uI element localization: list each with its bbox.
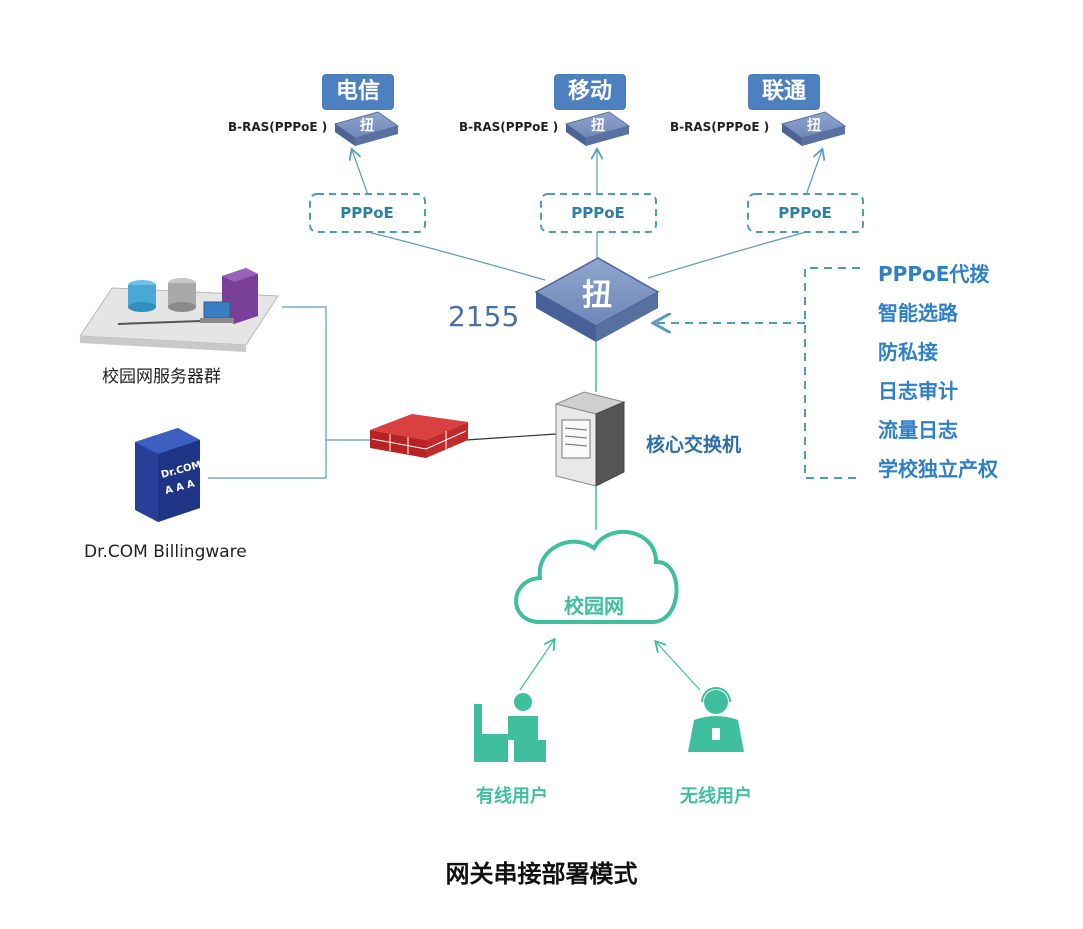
svg-text:扭: 扭 xyxy=(591,117,605,134)
diagram-caption: 网关串接部署模式 xyxy=(445,860,638,888)
firewall-icon xyxy=(370,414,468,458)
isp-badge-unicom: 联通 xyxy=(748,74,820,110)
feature-item: PPPoE代拨 xyxy=(878,262,990,286)
campus-network-label: 校园网 xyxy=(564,594,624,618)
server-group-icon xyxy=(79,268,279,352)
feature-item: 日志审计 xyxy=(878,379,958,403)
wireless-user-label: 无线用户 xyxy=(680,786,752,807)
feature-item: 流量日志 xyxy=(878,418,958,442)
bras-label: B-RAS(PPPoE ) xyxy=(670,120,770,134)
svg-text:扭: 扭 xyxy=(807,117,821,134)
feature-item: 智能选路 xyxy=(878,301,958,325)
pppoe-label: PPPoE xyxy=(571,204,625,222)
uplink-arrow xyxy=(352,150,369,196)
pppoe-box xyxy=(309,193,426,233)
feature-bracket xyxy=(804,267,860,479)
billing-label: Dr.COM Billingware xyxy=(84,542,247,562)
feature-item: 防私接 xyxy=(878,340,938,364)
isp-badge-mobile: 移动 xyxy=(554,74,626,110)
bras-label: B-RAS(PPPoE ) xyxy=(459,120,559,134)
billing-server-icon: Dr.COM A A A xyxy=(135,428,203,522)
pppoe-label: PPPoE xyxy=(340,204,394,222)
bras-router-icon: 扭 xyxy=(333,111,400,146)
isp-badge-telecom: 电信 xyxy=(322,74,394,110)
gateway-model-label: 2155 xyxy=(448,300,520,333)
pppoe-label: PPPoE xyxy=(778,204,832,222)
wireless-uplink-arrow xyxy=(656,642,701,691)
server-group-label: 校园网服务器群 xyxy=(102,367,221,387)
core-switch-icon xyxy=(554,391,626,487)
wireless-user-icon xyxy=(688,687,744,752)
uplink-arrow xyxy=(805,150,822,196)
svg-text:扭: 扭 xyxy=(360,117,374,134)
wired-user-icon xyxy=(474,693,546,762)
feature-item: 学校独立产权 xyxy=(878,457,998,481)
svg-text:扭: 扭 xyxy=(582,278,612,313)
server-billing-link xyxy=(208,306,327,479)
pppoe-box xyxy=(540,193,657,233)
wired-uplink-arrow xyxy=(519,640,554,691)
campus-cloud-icon xyxy=(514,530,679,624)
pppoe-link xyxy=(367,231,546,281)
bras-router-icon: 扭 xyxy=(780,111,847,146)
bras-router-icon: 扭 xyxy=(564,111,631,146)
wired-user-label: 有线用户 xyxy=(476,786,548,807)
core-switch-label: 核心交换机 xyxy=(646,434,742,456)
gateway-router-icon: 扭 xyxy=(534,257,660,342)
bras-label: B-RAS(PPPoE ) xyxy=(228,120,328,134)
pppoe-link xyxy=(647,231,807,279)
firewall-core-link xyxy=(465,433,557,441)
